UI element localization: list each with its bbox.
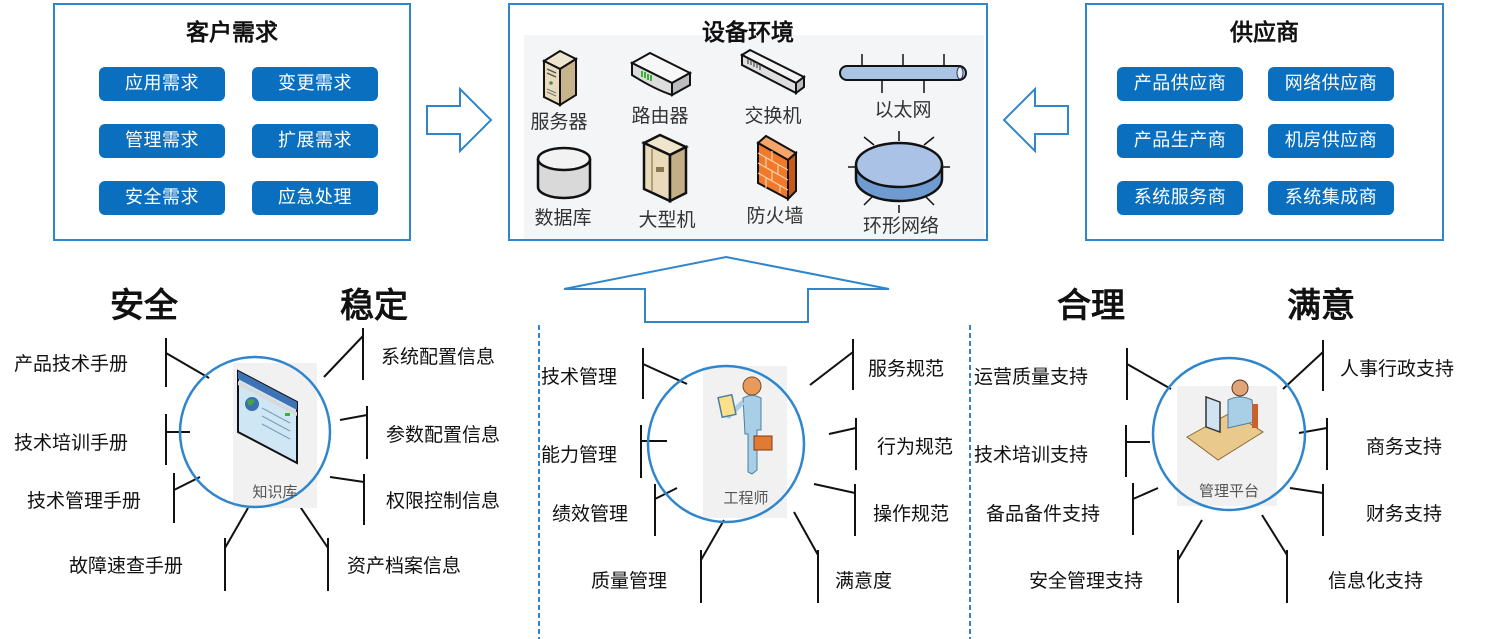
platform-item: 备品备件支持 [986,503,1101,525]
database-icon [536,146,592,200]
platform-item: 信息化支持 [1328,570,1424,592]
supplier-system-integrator[interactable]: 系统集成商 [1268,181,1394,215]
customer-need-expansion[interactable]: 扩展需求 [252,124,378,158]
heading-reasonable: 合理 [1057,286,1125,326]
engineer-icon [717,376,773,475]
device-label-server: 服务器 [530,111,588,133]
arrow-right-icon [426,86,493,154]
customer-need-emergency[interactable]: 应急处理 [252,181,378,215]
device-label-switch: 交换机 [744,105,802,127]
customer-need-application[interactable]: 应用需求 [99,67,225,101]
mainframe-icon [641,133,689,203]
ethernet-icon [839,54,967,93]
heading-stability: 稳定 [340,286,408,326]
engineer-item: 行为规范 [877,436,954,458]
platform-item: 安全管理支持 [1029,570,1144,592]
device-environment-title: 设备环境 [702,20,794,46]
engineer-item: 操作规范 [873,503,950,525]
supplier-datacenter[interactable]: 机房供应商 [1268,124,1394,158]
engineer-spokes [640,339,857,603]
management-platform-icon [1186,379,1264,461]
firewall-icon [756,134,798,201]
switch-icon [739,48,806,95]
knowledge-item: 资产档案信息 [347,555,462,577]
arrow-left-icon [1002,86,1069,154]
platform-item: 技术培训支持 [974,444,1089,466]
device-label-ethernet: 以太网 [874,99,932,121]
knowledge-item: 产品技术手册 [14,353,129,375]
customer-need-change[interactable]: 变更需求 [252,67,378,101]
device-label-database: 数据库 [534,207,592,229]
knowledge-center-label: 知识库 [252,483,298,501]
customer-needs-title: 客户需求 [186,20,278,46]
supplier-system-service[interactable]: 系统服务商 [1117,181,1243,215]
device-label-firewall: 防火墙 [746,205,804,227]
arrow-up-icon [563,255,890,323]
knowledge-item: 技术培训手册 [14,432,129,454]
customer-needs-panel: 客户需求 应用需求 变更需求 管理需求 扩展需求 安全需求 应急处理 [53,3,411,241]
heading-security: 安全 [110,286,178,326]
knowledge-spokes [165,328,368,591]
knowledge-base-icon [237,369,298,465]
heading-satisfied: 满意 [1287,286,1355,326]
ring-network-icon [848,131,950,213]
router-icon [629,51,693,97]
engineer-item: 服务规范 [868,358,945,380]
knowledge-item: 参数配置信息 [386,424,501,446]
device-environment-panel: 设备环境 服务器 路由器 交换机 [508,3,988,241]
knowledge-circle [178,355,332,509]
suppliers-title: 供应商 [1230,20,1299,46]
platform-center-label: 管理平台 [1198,482,1259,500]
supplier-manufacturer[interactable]: 产品生产商 [1117,124,1243,158]
platform-item: 运营质量支持 [974,366,1089,388]
engineer-circle [646,364,806,524]
engineer-item: 技术管理 [541,366,618,388]
knowledge-item: 技术管理手册 [27,490,142,512]
supplier-network[interactable]: 网络供应商 [1268,67,1394,101]
device-label-router: 路由器 [631,105,689,127]
server-icon [541,49,579,107]
engineer-item: 能力管理 [541,444,618,466]
device-label-ring-network: 环形网络 [862,215,939,237]
platform-item: 人事行政支持 [1340,358,1455,380]
engineer-item: 满意度 [835,570,893,592]
device-label-mainframe: 大型机 [638,209,696,231]
platform-item: 商务支持 [1366,436,1443,458]
knowledge-item: 系统配置信息 [381,346,496,368]
customer-need-management[interactable]: 管理需求 [99,124,225,158]
knowledge-item: 故障速查手册 [69,555,184,577]
knowledge-item: 权限控制信息 [386,490,501,512]
customer-need-security[interactable]: 安全需求 [99,181,225,215]
platform-item: 财务支持 [1366,503,1443,525]
engineer-item: 质量管理 [591,570,668,592]
suppliers-panel: 供应商 产品供应商 网络供应商 产品生产商 机房供应商 系统服务商 系统集成商 [1085,3,1444,241]
supplier-product[interactable]: 产品供应商 [1117,67,1243,101]
platform-spokes [1125,340,1328,603]
engineer-center-label: 工程师 [723,489,769,507]
engineer-item: 绩效管理 [552,503,629,525]
platform-circle [1151,356,1307,512]
